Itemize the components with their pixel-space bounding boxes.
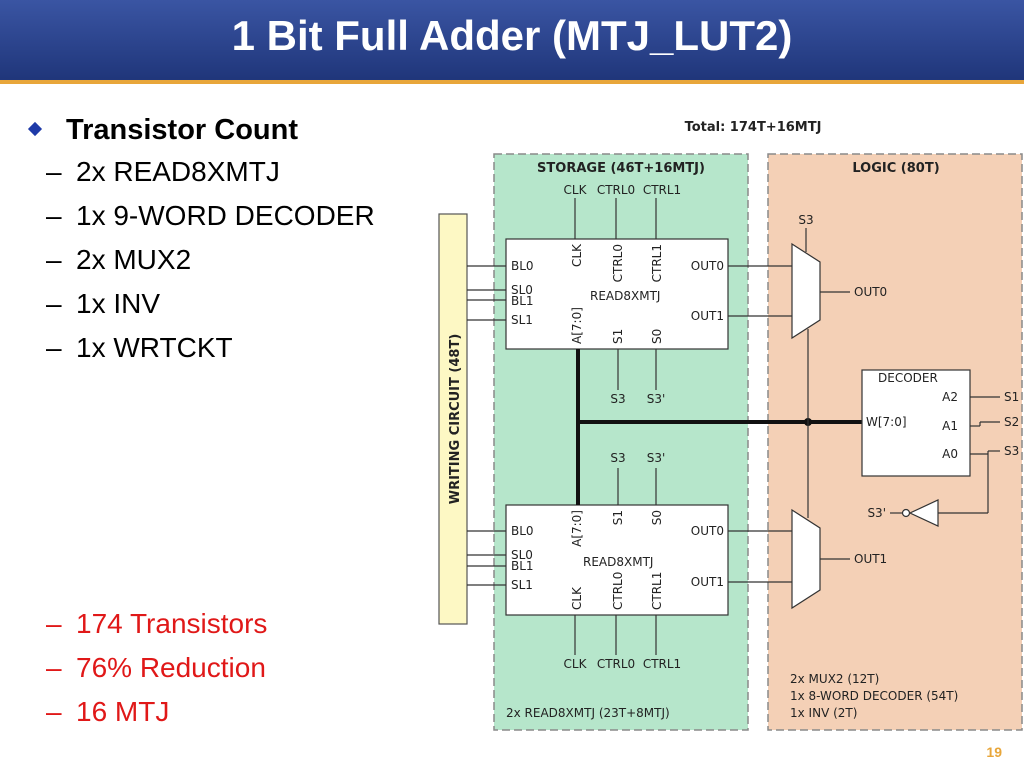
pin-label: S0	[650, 329, 664, 344]
pin-label: BL0	[511, 524, 534, 538]
pin-label: W[7:0]	[866, 415, 907, 429]
mux-output-label: OUT0	[854, 285, 887, 299]
pin-label: OUT0	[691, 524, 724, 538]
signal-label: S3'	[647, 451, 666, 465]
pin-label: S1	[611, 329, 625, 344]
signal-label: CTRL0	[597, 183, 635, 197]
writing-circuit-label: WRITING CIRCUIT (48T)	[448, 334, 463, 505]
list-item-text: 1x WRTCKT	[76, 332, 233, 363]
result-item: –76% Reduction	[46, 652, 266, 683]
result-item-text: 174 Transistors	[76, 608, 268, 639]
pin-label: CTRL1	[650, 572, 664, 610]
slide-title: 1 Bit Full Adder (MTJ_LUT2)	[231, 12, 793, 59]
list-item-text: 1x 9-WORD DECODER	[76, 200, 375, 231]
pin-label: A[7:0]	[570, 510, 584, 547]
pin-label: S1	[611, 510, 625, 525]
page-number: 19	[986, 744, 1002, 760]
pin-label: BL0	[511, 259, 534, 273]
signal-label: S3	[610, 451, 625, 465]
signal-label: CTRL1	[643, 183, 681, 197]
address-bus	[576, 349, 862, 505]
signal-label: S3'	[647, 392, 666, 406]
inverter-bubble	[901, 508, 911, 518]
inverter-gate	[908, 499, 939, 527]
pin-label: CLK	[570, 243, 584, 267]
pin-label: CTRL0	[611, 244, 625, 282]
mux-top-wires	[728, 228, 850, 422]
list-item-text: 2x MUX2	[76, 244, 192, 275]
result-list: –174 Transistors –76% Reduction –16 MTJ	[30, 604, 267, 736]
pin-label: CLK	[570, 586, 584, 610]
block-name: READ8XMTJ	[590, 289, 660, 303]
logic-title: LOGIC (80T)	[852, 161, 939, 176]
bitline-wires-top	[467, 265, 506, 321]
pin-label: SL0	[511, 283, 533, 297]
pin-label: A0	[942, 447, 958, 461]
mux-top	[791, 242, 821, 340]
list-item: –1x WRTCKT	[46, 332, 233, 363]
bullet-heading: Transistor Count	[27, 112, 450, 152]
title-underline	[0, 80, 1024, 84]
list-item: –2x READ8XMTJ	[46, 156, 280, 187]
mux-bottom	[791, 508, 821, 610]
result-item-text: 76% Reduction	[76, 652, 266, 683]
result-item: –174 Transistors	[46, 608, 268, 639]
signal-label: CTRL0	[597, 657, 635, 671]
bitline-wires-bottom	[467, 530, 506, 586]
logic-footer-line: 1x 8-WORD DECODER (54T)	[790, 689, 958, 703]
decoder-name: DECODER	[878, 371, 938, 385]
pin-label: S0	[650, 510, 664, 525]
pin-label: CTRL1	[650, 244, 664, 282]
signal-label: S3	[610, 392, 625, 406]
signal-label: S2	[1004, 415, 1019, 429]
title-bar	[0, 0, 1024, 84]
list-item: –2x MUX2	[46, 244, 192, 275]
storage-title: STORAGE (46T+16MTJ)	[537, 161, 705, 176]
pin-label: OUT0	[691, 259, 724, 273]
list-item-text: 2x READ8XMTJ	[76, 156, 280, 187]
pin-label: SL0	[511, 548, 533, 562]
list-item-text: 1x INV	[76, 288, 161, 319]
pin-label: SL1	[511, 578, 533, 592]
block-name: READ8XMTJ	[583, 555, 653, 569]
logic-footer-line: 1x INV (2T)	[790, 706, 857, 720]
pin-label: A2	[942, 390, 958, 404]
mux-bottom-wires	[728, 422, 850, 583]
inverter-output-label: S3'	[867, 506, 886, 520]
signal-label: S3	[1004, 444, 1019, 458]
pin-label: OUT1	[691, 575, 724, 589]
pin-label: OUT1	[691, 309, 724, 323]
pin-label: BL1	[511, 559, 534, 573]
writing-circuit-block	[438, 213, 468, 625]
bullet-heading-text: Transistor Count	[66, 114, 299, 146]
pin-label: A1	[942, 419, 958, 433]
pin-label: CTRL0	[611, 572, 625, 610]
signal-label: S1	[1004, 390, 1019, 404]
pin-label: BL1	[511, 294, 534, 308]
signal-label: CLK	[564, 183, 588, 197]
result-item-text: 16 MTJ	[76, 696, 170, 727]
logic-footer-line: 2x MUX2 (12T)	[790, 672, 879, 686]
signal-label: CLK	[564, 657, 588, 671]
read8xmtj-top-block	[505, 238, 729, 350]
read-top-signal-wires	[574, 198, 657, 390]
storage-footer: 2x READ8XMTJ (23T+8MTJ)	[506, 706, 670, 720]
mux-select-label: S3	[798, 213, 813, 227]
mux-output-label: OUT1	[854, 552, 887, 566]
decoder-block	[861, 369, 971, 477]
list-item: –1x 9-WORD DECODER	[46, 200, 375, 231]
pin-label: SL1	[511, 313, 533, 327]
signal-label: CTRL1	[643, 657, 681, 671]
read-bottom-signal-wires	[574, 468, 657, 655]
total-label: Total: 174T+16MTJ	[685, 120, 822, 135]
pin-label: A[7:0]	[570, 307, 584, 344]
decoder-input-wires	[938, 396, 1000, 514]
list-item: –1x INV	[46, 288, 161, 319]
bullet-list: Transistor Count –2x READ8XMTJ –1x 9-WOR…	[27, 112, 450, 372]
result-item: –16 MTJ	[46, 696, 170, 727]
read8xmtj-bottom-block	[505, 504, 729, 616]
